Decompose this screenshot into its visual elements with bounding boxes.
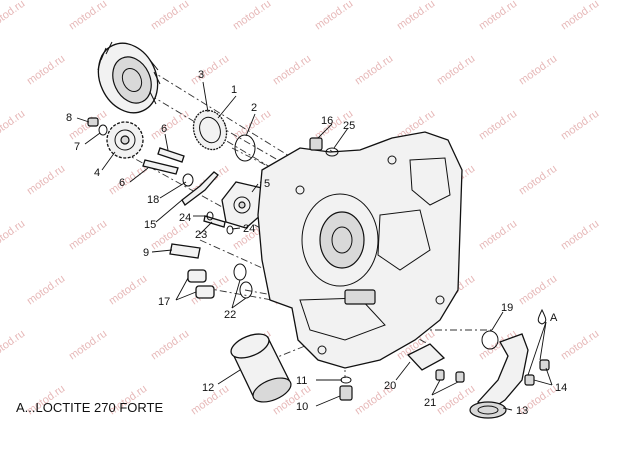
cover-part-20 [406,343,446,371]
watermark-text: motod.ru [149,0,191,32]
watermark-text: motod.ru [25,163,67,198]
gear-part-4 [106,121,144,159]
callout-A: A [550,312,558,324]
callout-21: 21 [424,397,436,409]
watermark-text: motod.ru [67,328,109,363]
loctite-note: A...LOCTITE 270 FORTE [16,400,163,415]
pin-part-6-upper [157,147,185,163]
watermark-text: motod.ru [559,0,601,32]
callout-7: 7 [74,141,80,153]
callout-25: 25 [343,120,355,132]
watermark-text: motod.ru [0,0,27,32]
callout-14: 14 [555,382,567,394]
callout-6-lower: 6 [119,177,125,189]
callout-1: 1 [231,84,237,96]
washer-part-7 [98,124,108,136]
callout-17: 17 [158,296,170,308]
watermark-text: motod.ru [231,0,273,32]
callout-2: 2 [251,102,257,114]
drain-plug-part-10 [339,385,353,401]
watermark-text: motod.ru [25,273,67,308]
callout-13: 13 [516,405,528,417]
callout-11: 11 [296,375,307,387]
callout-10: 10 [296,401,308,413]
callout-19: 19 [501,302,513,314]
callout-20: 20 [384,380,396,392]
gasket-part-19 [481,330,499,350]
watermark-text: motod.ru [559,218,601,253]
watermark-text: motod.ru [477,218,519,253]
watermark-text: motod.ru [559,328,601,363]
watermark-text: motod.ru [435,53,477,88]
watermark-text: motod.ru [149,108,191,143]
washer-part-11 [340,376,352,384]
plug-part-16 [309,137,323,151]
fittings-part-17 [187,269,215,299]
callout-16: 16 [321,115,333,127]
watermark-text: motod.ru [0,218,27,253]
watermark-text: motod.ru [107,163,149,198]
watermark-text: motod.ru [353,53,395,88]
watermark-text: motod.ru [0,108,27,143]
pin-part-6-lower [142,159,179,175]
fitting-part-9 [169,243,201,259]
bolts-part-21 [435,369,465,383]
callout-6-upper: 6 [161,123,167,135]
watermark-text: motod.ru [149,328,191,363]
clutch-basket [97,41,161,114]
callout-18: 18 [147,194,159,206]
callout-labels: 3 1 2 8 7 6 4 6 18 5 15 24 23 24 9 17 22… [66,69,567,417]
callout-24-left: 24 [179,212,191,224]
gear-ring-part-3 [192,109,228,151]
oil-pump-part-5 [221,181,263,229]
washer-part-18 [182,173,194,187]
watermark-text: motod.ru [517,273,559,308]
loctite-drop-icon [537,308,547,325]
bolt-part-8 [87,117,99,127]
watermark-text: motod.ru [107,273,149,308]
callout-23: 23 [195,229,207,241]
callout-15: 15 [144,219,156,231]
callout-22: 22 [224,309,236,321]
watermark-text: motod.ru [67,218,109,253]
leader-lines [76,81,553,411]
oil-strainer-part-13 [469,333,529,419]
watermark-text: motod.ru [517,163,559,198]
callout-8: 8 [66,112,72,124]
watermark-text: motod.ru [395,0,437,32]
engine-crankcase [257,131,463,369]
oring-part-25 [325,147,339,157]
watermark-text: motod.ru [271,53,313,88]
watermark-text: motod.ru [0,328,27,363]
watermark-text: motod.ru [189,53,231,88]
callout-12: 12 [202,382,214,394]
bracket-part-15 [181,171,219,206]
circlip-part-2 [234,134,256,162]
watermark-text: motod.ru [477,108,519,143]
watermark-text: motod.ru [477,0,519,32]
oil-filter-part-12 [230,333,292,403]
watermark-text: motod.ru [313,0,355,32]
watermark-text: motod.ru [517,53,559,88]
callout-3: 3 [198,69,204,81]
bolts-part-14 [524,359,550,386]
watermark-text: motod.ru [559,108,601,143]
callout-5: 5 [264,178,270,190]
callout-24-right: 24 [243,223,255,235]
watermark-text: motod.ru [67,0,109,32]
callout-4: 4 [94,167,100,179]
callout-9: 9 [143,247,149,259]
watermark-text: motod.ru [25,53,67,88]
pin-part-23 [203,215,226,228]
